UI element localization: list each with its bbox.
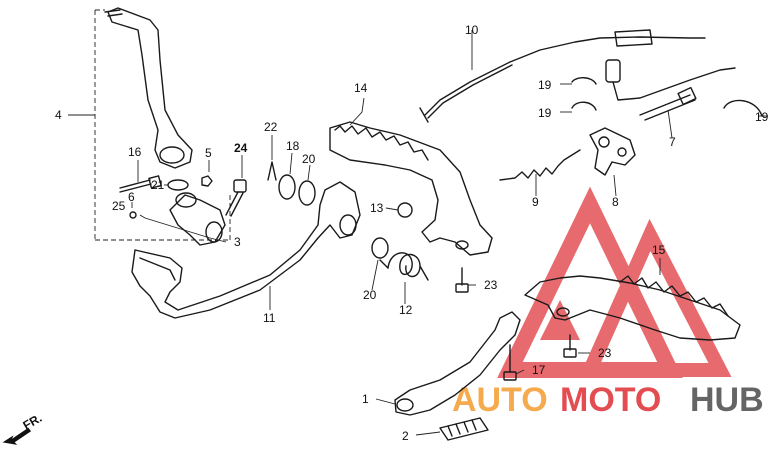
- bolt-23-upper: [455, 267, 469, 293]
- callout-21: 21: [151, 178, 165, 192]
- callout-14: 14: [354, 81, 368, 95]
- kick-joint-3: [169, 192, 226, 246]
- callout-labels: 1 2 3 4 5 6 7 8 9 10 11 12 13 14 15 16 1…: [55, 23, 769, 443]
- callout-17: 17: [532, 363, 546, 377]
- pin-22: [267, 161, 277, 181]
- nut-5: [201, 175, 213, 187]
- washer-6: [129, 211, 137, 219]
- leader-lines: [68, 30, 768, 436]
- callout-11: 11: [263, 311, 276, 325]
- callout-2: 2: [402, 429, 409, 443]
- watermark-text-moto: MOTO: [560, 381, 661, 419]
- shift-peg-2: [439, 417, 489, 441]
- bolt-23-lower: [563, 334, 577, 358]
- watermark-text-hub: HUB: [690, 381, 764, 419]
- callout-19-b: 19: [538, 106, 552, 120]
- plate-8: [589, 127, 636, 176]
- switch-7: [605, 59, 736, 121]
- kick-starter-arm: [104, 7, 193, 169]
- callout-19-c: 19: [755, 110, 769, 124]
- brake-pedal: [131, 181, 361, 319]
- bolt-16: [119, 175, 162, 193]
- callout-19-a: 19: [538, 78, 552, 92]
- callout-1: 1: [362, 392, 369, 406]
- clip-19-c: [723, 99, 763, 117]
- washer-21: [167, 179, 189, 191]
- washer-18: [278, 174, 296, 200]
- callout-24: 24: [234, 141, 248, 155]
- watermark-text-auto: AUTO: [452, 381, 548, 419]
- callout-6: 6: [128, 190, 135, 204]
- washer-20-upper: [298, 180, 316, 206]
- callout-16: 16: [128, 145, 142, 159]
- footpeg-15: [524, 275, 741, 341]
- callout-23-a: 23: [484, 278, 498, 292]
- collar-13: [397, 202, 413, 218]
- washer-20-lower: [371, 237, 389, 259]
- brake-cable-10: [419, 29, 706, 123]
- clip-19-b: [571, 101, 597, 111]
- spring-12: [379, 252, 429, 281]
- callout-13: 13: [370, 201, 384, 215]
- callout-18: 18: [286, 139, 300, 153]
- watermark-logo: [497, 186, 732, 378]
- callout-25: 25: [112, 199, 126, 213]
- svg-text:FR.: FR.: [21, 411, 45, 433]
- assembly-bracket-4: [94, 9, 231, 241]
- callout-20-a: 20: [302, 152, 316, 166]
- callout-9: 9: [532, 195, 539, 209]
- spring-9: [499, 149, 581, 181]
- callout-3: 3: [234, 235, 241, 249]
- clip-19-a: [571, 77, 597, 85]
- callout-4: 4: [55, 108, 62, 122]
- callout-23-b: 23: [598, 346, 612, 360]
- callout-20-b: 20: [363, 288, 377, 302]
- shift-pedal-1: [394, 311, 521, 416]
- callout-12: 12: [399, 303, 413, 317]
- bolt-24: [225, 179, 247, 217]
- callout-10: 10: [465, 23, 479, 37]
- callout-15: 15: [652, 243, 666, 257]
- bolt-17: [503, 344, 517, 381]
- callout-7: 7: [669, 135, 676, 149]
- front-direction-indicator: FR.: [2, 411, 45, 445]
- callout-5: 5: [205, 146, 212, 160]
- footpeg-14: [329, 121, 493, 256]
- callout-8: 8: [612, 195, 619, 209]
- callout-22: 22: [264, 120, 278, 134]
